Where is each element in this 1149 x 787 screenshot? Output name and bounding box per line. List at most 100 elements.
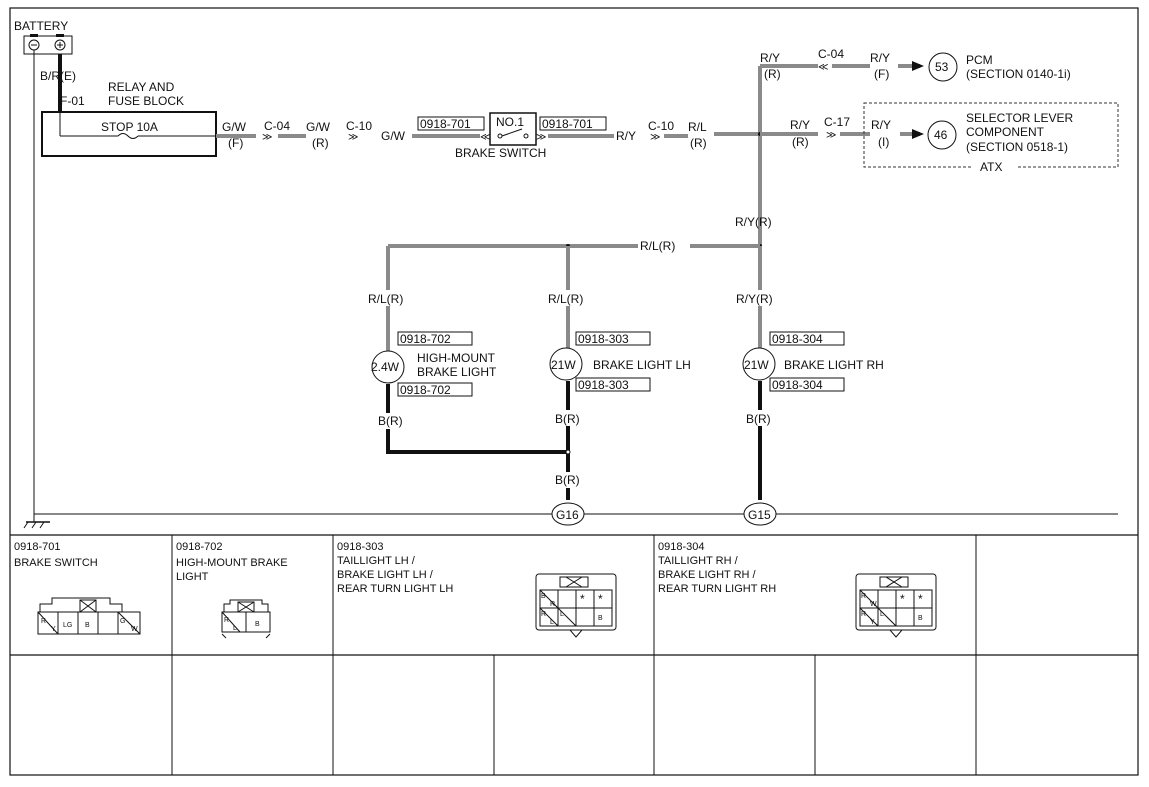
lamp1-name-2: BRAKE LIGHT [417, 365, 497, 379]
conn2-line2: LIGHT [176, 571, 209, 583]
conn3-line3: REAR TURN LIGHT LH [337, 583, 453, 595]
pcm-wire-ry1-sub: (R) [764, 67, 781, 81]
conn3-pin-7: L [560, 611, 564, 618]
lamp1-rating: 2.4W [371, 360, 400, 374]
wire-gw-r-sub: (R) [312, 136, 329, 150]
conn-c10-mid: C-10 [648, 119, 674, 133]
svg-text:≫: ≫ [650, 132, 660, 143]
conn3-pin-3: * [580, 592, 585, 606]
lamp1-wire-top: R/L(R) [368, 292, 403, 306]
conn3-line1: TAILLIGHT LH / [337, 555, 416, 567]
brake-switch-name: BRAKE SWITCH [455, 146, 546, 160]
pcm-wire-ry1: R/Y [760, 51, 780, 65]
lamp2-conn-bottom [575, 377, 651, 392]
conn3-pin-6: L [550, 619, 554, 626]
pcm-section: (SECTION 0140-1i) [966, 67, 1071, 81]
fuse-name: STOP 10A [101, 120, 158, 134]
lamp2-name-1: BRAKE LIGHT LH [593, 358, 691, 372]
svg-text:0918-702: 0918-702 [400, 332, 451, 346]
arrow-icon [912, 129, 924, 139]
bulb-icon [742, 347, 776, 381]
conn1-id: 0918-701 [14, 541, 61, 553]
wire-ry-after-switch: R/Y [616, 129, 636, 143]
svg-text:0918-701: 0918-701 [420, 117, 471, 131]
conn4-pin-1: R [861, 593, 866, 600]
conn4-pin-4: * [918, 592, 923, 606]
ground-g15 [743, 502, 777, 526]
conn2-id: 0918-702 [176, 541, 223, 553]
conn2-pin-3: B [255, 621, 260, 628]
svg-text:≫: ≫ [826, 130, 836, 141]
connector-table [10, 534, 1138, 775]
wire-rl: R/L [688, 120, 707, 134]
lamp1-conn-top [397, 331, 473, 346]
conn3-line2: BRAKE LIGHT LH / [337, 569, 434, 581]
conn3-id: 0918-303 [337, 541, 384, 553]
lamp1-name-1: HIGH-MOUNT [417, 351, 496, 365]
fuse-icon [117, 133, 139, 139]
lamp3-wire-bottom: B(R) [746, 412, 771, 426]
connector-304-icon [855, 573, 937, 638]
conn1-pin-6: W [131, 626, 138, 633]
svg-text:G16: G16 [556, 508, 579, 522]
lamp3-conn-bottom [769, 377, 845, 392]
connector-702-icon [221, 599, 271, 639]
svg-text:≪: ≪ [480, 132, 490, 143]
conn1-pin-4: B [85, 622, 90, 629]
fuse-pin-label: F-01 [60, 94, 85, 108]
conn4-pin-5: R [861, 611, 866, 618]
battery-wire-label: B/R(E) [40, 69, 76, 83]
conn3-pin-2: R [550, 601, 555, 608]
brake-switch-box-label: NO.1 [496, 115, 524, 129]
wire-gw: G/W [381, 129, 406, 143]
conn4-line3: REAR TURN LIGHT RH [658, 583, 776, 595]
conn4-pin-3: * [900, 592, 905, 606]
conn4-line2: BRAKE LIGHT RH / [658, 569, 757, 581]
conn-c10-top: C-10 [346, 119, 372, 133]
pcm-conn-c04: C-04 [818, 47, 844, 61]
lamp2-conn-top [575, 331, 651, 346]
brake-switch-conn-right [539, 116, 607, 131]
sel-conn-c17: C-17 [824, 115, 850, 129]
wire-gw-f: G/W [222, 120, 247, 134]
svg-text:≫: ≫ [262, 132, 272, 143]
pcm-ref-number: 53 [935, 60, 949, 74]
wire-gw-f-sub: (F) [228, 136, 243, 150]
conn4-pin-2: W [870, 601, 877, 608]
arrow-icon [912, 61, 924, 71]
conn1-pin-3: LG [63, 622, 72, 629]
lamp3-conn-top [769, 331, 845, 346]
svg-text:≫: ≫ [536, 132, 546, 143]
svg-text:G15: G15 [748, 508, 771, 522]
relay-fuse-title-2: FUSE BLOCK [108, 94, 184, 108]
sel-wire-ry2: R/Y [871, 118, 891, 132]
conn4-line1: TAILLIGHT RH / [658, 555, 739, 567]
sel-name-2: COMPONENT [966, 125, 1045, 139]
sel-name-1: SELECTOR LEVER [966, 111, 1073, 125]
rl-distribution-label: R/L(R) [640, 239, 675, 253]
brake-switch-conn-left [417, 116, 485, 131]
relay-fuse-block [41, 111, 217, 157]
pcm-ref-circle [928, 52, 958, 82]
lamp1-conn-bottom [397, 382, 473, 397]
svg-text:≪: ≪ [818, 62, 828, 73]
lamp1-wire-bottom: B(R) [378, 414, 403, 428]
conn4-pin-8: B [918, 615, 923, 622]
conn4-id: 0918-304 [658, 541, 705, 553]
battery-icon [23, 34, 73, 55]
svg-text:0918-702: 0918-702 [400, 383, 451, 397]
svg-text:≫: ≫ [348, 132, 358, 143]
pcm-name: PCM [966, 53, 993, 67]
svg-text:0918-304: 0918-304 [772, 378, 823, 392]
bulb-icon [549, 347, 583, 381]
lamp3-rating: 21W [744, 358, 769, 372]
sel-wire-ry1: R/Y [790, 118, 810, 132]
conn1-pin-1: R [41, 618, 46, 625]
svg-text:0918-304: 0918-304 [772, 332, 823, 346]
ground-icon [23, 512, 50, 529]
conn1-pin-2: Y [51, 626, 56, 633]
lamp2-rating: 21W [551, 358, 576, 372]
conn1-line1: BRAKE SWITCH [14, 557, 98, 569]
conn2-pin-2: L [233, 625, 237, 632]
